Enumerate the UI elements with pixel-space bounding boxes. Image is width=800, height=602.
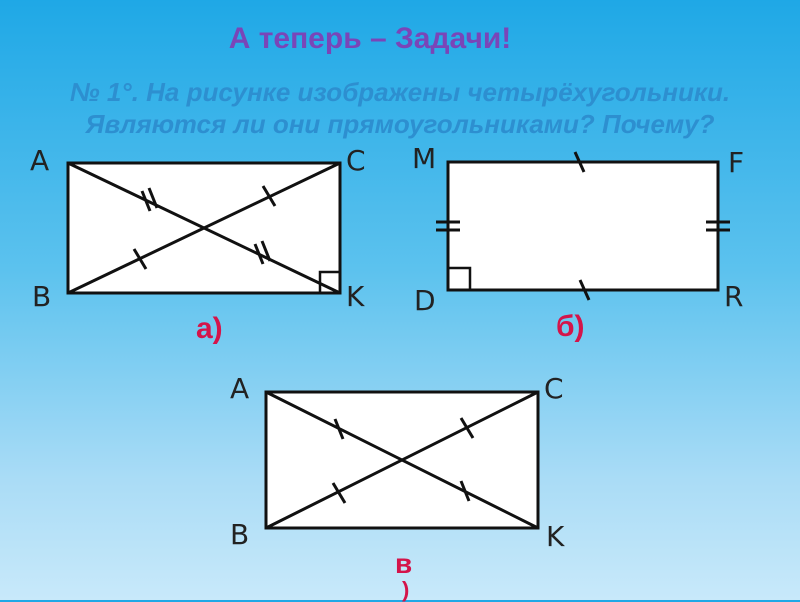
page-title: А теперь – Задачи! bbox=[0, 22, 800, 56]
figure-b-vertex-d: D bbox=[414, 284, 436, 317]
figure-b-vertex-r: R bbox=[724, 280, 743, 313]
figure-c-label-tail: ) bbox=[402, 577, 410, 602]
figure-c-vertex-a: A bbox=[230, 372, 249, 405]
question-line-2: Являются ли они прямоугольниками? Почему… bbox=[85, 109, 715, 139]
figure-c-vertex-b: B bbox=[230, 518, 249, 551]
figure-b-vertex-f: F bbox=[728, 146, 744, 179]
figure-b-quadrilateral bbox=[446, 160, 720, 292]
figure-a-vertex-k: K bbox=[346, 280, 365, 313]
figure-b-right-angle-mark bbox=[448, 266, 472, 290]
figure-c-vertex-c: C bbox=[544, 372, 564, 405]
figure-b: M F D R bbox=[412, 142, 744, 317]
figure-a: A C B K bbox=[30, 144, 366, 313]
figure-c-tick-marks bbox=[331, 417, 475, 504]
figure-a-right-angle-mark bbox=[318, 270, 340, 293]
figure-a-label: а) bbox=[196, 312, 223, 345]
page-title-text: А теперь – Задачи! bbox=[228, 22, 512, 55]
figure-c: A C B K bbox=[230, 372, 565, 553]
figure-a-double-tick-marks bbox=[140, 187, 272, 265]
figure-b-vertex-m: M bbox=[412, 142, 436, 175]
question-line-1: № 1°. На рисунке изображены четырёхуголь… bbox=[69, 77, 731, 107]
figure-b-tick-marks bbox=[436, 151, 730, 301]
figure-a-single-tick-marks bbox=[132, 185, 277, 270]
figure-a-vertex-a: A bbox=[30, 144, 49, 177]
figure-a-diagonal-bc bbox=[67, 161, 341, 295]
figure-a-vertex-b: B bbox=[32, 280, 51, 313]
figure-b-label: б) bbox=[556, 310, 585, 343]
figure-c-diagonal-bc bbox=[265, 390, 539, 530]
figure-a-vertex-c: C bbox=[346, 144, 366, 177]
figure-c-label: в bbox=[395, 548, 413, 579]
task-question: № 1°. На рисунке изображены четырёхуголь… bbox=[0, 76, 800, 140]
figure-c-vertex-k: K bbox=[546, 520, 565, 553]
